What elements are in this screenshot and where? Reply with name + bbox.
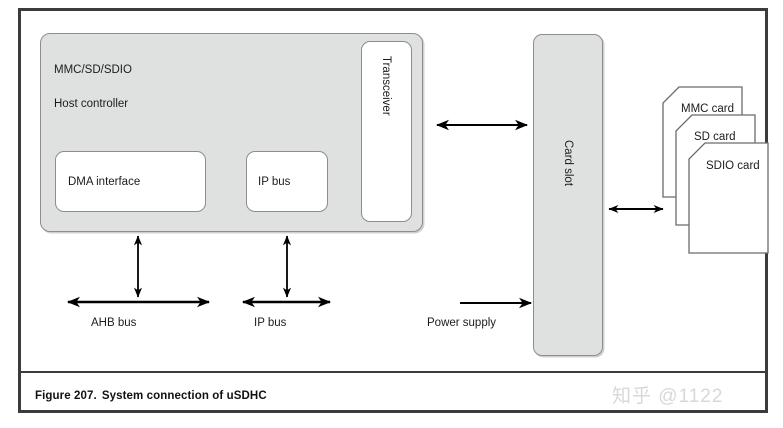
- host-controller-title-line2: Host controller: [54, 98, 129, 110]
- transceiver-block: [361, 41, 412, 222]
- ip-bus-block: [246, 151, 328, 212]
- dma-interface-label: DMA interface: [68, 176, 141, 188]
- watermark: 知乎 @1122: [612, 386, 724, 407]
- sdio-card-label: SDIO card: [706, 160, 760, 172]
- power-supply-label: Power supply: [427, 317, 497, 329]
- ip-bus-block-label: IP bus: [258, 176, 291, 188]
- ahb-bus-label: AHB bus: [91, 317, 137, 329]
- sd-card-label: SD card: [694, 131, 736, 143]
- dma-interface-block: [55, 151, 206, 212]
- figure-caption-title: System connection of uSDHC: [101, 390, 267, 402]
- card-slot-label: Card slot: [562, 140, 574, 187]
- figure-caption: Figure 207. System connection of uSDHC: [35, 390, 267, 402]
- card-slot-block: [533, 34, 603, 356]
- caption-divider: [21, 371, 765, 373]
- mmc-card-label: MMC card: [681, 103, 735, 115]
- ip-bus-label: IP bus: [254, 317, 287, 329]
- host-controller-title-line1: MMC/SD/SDIO: [54, 64, 132, 76]
- transceiver-label: Transceiver: [380, 56, 392, 116]
- figure-caption-number: Figure 207.: [35, 390, 97, 402]
